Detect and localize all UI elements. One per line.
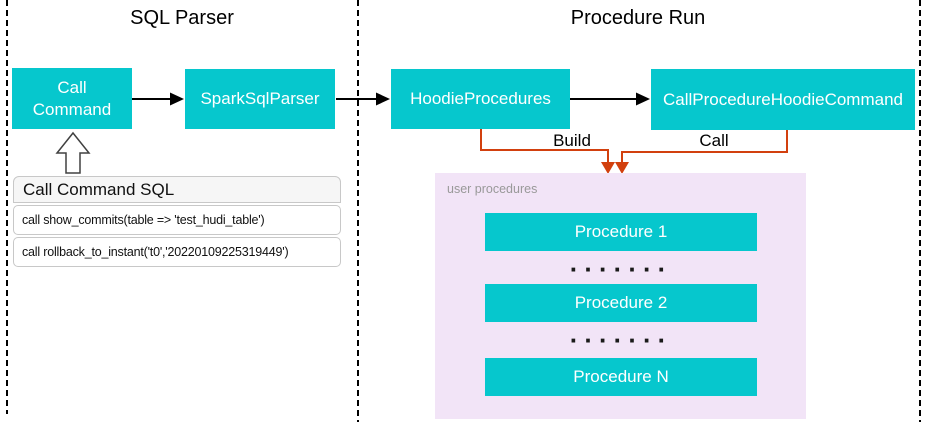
- node-hoodieprocedures-label: HoodieProcedures: [410, 89, 551, 109]
- dashed-divider-right: [919, 0, 921, 422]
- call-command-sql-table: Call Command SQL call show_commits(table…: [13, 176, 341, 267]
- section-title-sql-parser: SQL Parser: [130, 7, 234, 29]
- node-callprocedurehoodiecommand: CallProcedureHoodieCommand: [651, 69, 915, 130]
- node-procedure-n: Procedure N: [485, 358, 757, 396]
- user-procedures-container: user procedures Procedure 1 ······· Proc…: [435, 173, 806, 419]
- node-hoodieprocedures: HoodieProcedures: [391, 69, 570, 129]
- node-callprocedurehoodiecommand-label: CallProcedureHoodieCommand: [662, 89, 903, 109]
- node-procedure-2: Procedure 2: [485, 284, 757, 322]
- node-call-command: Call Command: [12, 68, 132, 129]
- node-sparksqlparser-label: SparkSqlParser: [200, 89, 320, 109]
- ellipsis-dots: ·······: [569, 325, 673, 355]
- user-procedures-label: user procedures: [447, 182, 538, 196]
- ellipsis-dots: ·······: [569, 254, 673, 284]
- arrow-callcommand-to-sparksqlparser: [132, 92, 184, 106]
- dashed-divider-middle: [357, 0, 359, 422]
- sql-table-row: call rollback_to_instant('t0','202201092…: [13, 237, 341, 267]
- node-sparksqlparser: SparkSqlParser: [185, 69, 335, 129]
- arrow-sparksqlparser-to-hoodieprocedures: [336, 92, 390, 106]
- sql-table-row: call show_commits(table => 'test_hudi_ta…: [13, 205, 341, 235]
- section-title-procedure-run: Procedure Run: [570, 7, 706, 29]
- node-procedure-1: Procedure 1: [485, 213, 757, 251]
- hollow-up-arrow: [55, 131, 91, 174]
- node-call-command-label: Call Command: [32, 78, 112, 119]
- arrow-hoodieprocedures-to-callprocedurehoodiecommand: [570, 92, 650, 106]
- edge-label-build: Build: [553, 131, 591, 150]
- sql-table-header: Call Command SQL: [13, 176, 341, 203]
- dashed-divider-left: [6, 0, 8, 414]
- edge-label-call: Call: [699, 131, 729, 150]
